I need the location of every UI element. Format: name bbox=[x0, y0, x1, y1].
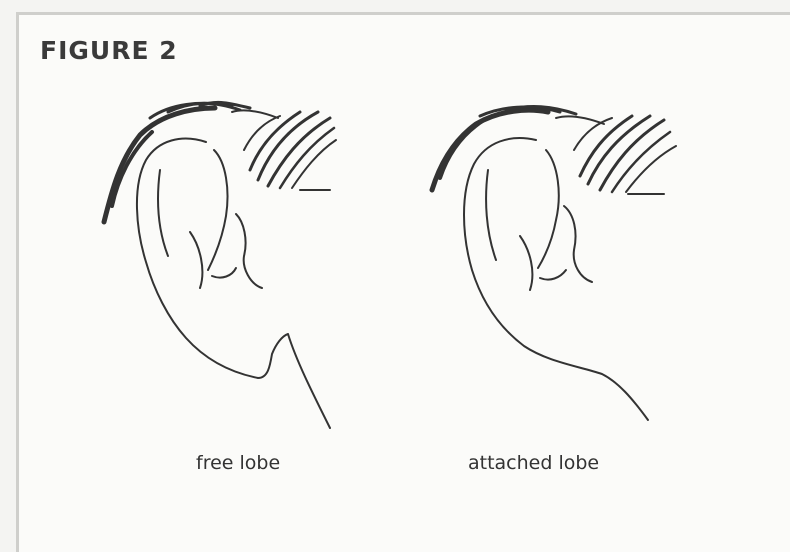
ear-attached-lobe-drawing bbox=[432, 107, 676, 420]
outer-helix bbox=[137, 139, 330, 428]
antihelix bbox=[208, 150, 228, 270]
antihelix bbox=[538, 150, 559, 268]
caption-attached-lobe: attached lobe bbox=[468, 452, 599, 474]
caption-free-lobe: free lobe bbox=[196, 452, 280, 474]
ear-free-lobe-drawing bbox=[104, 102, 336, 428]
hair-strokes bbox=[104, 102, 336, 222]
